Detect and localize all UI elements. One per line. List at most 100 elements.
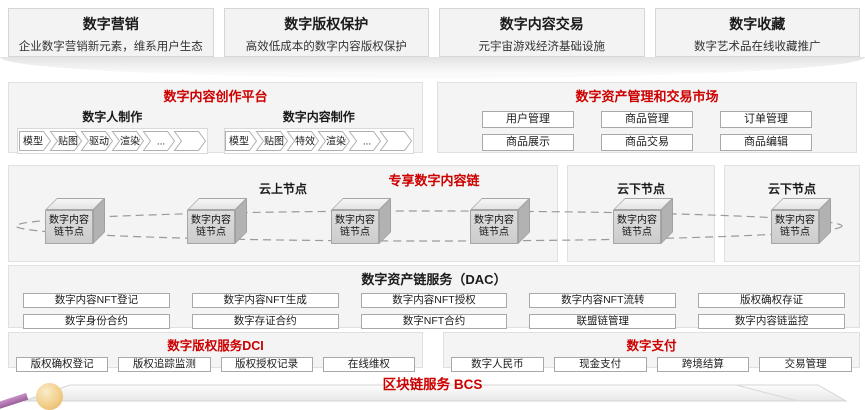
card-content-trading: 数字内容交易 元宇宙游戏经济基础设施	[439, 8, 645, 57]
panel-digital-payment: 数字支付 数字人民币 现金支付 跨境结算 交易管理	[443, 332, 860, 372]
panel-off-cloud-nodes-1: 云下节点	[567, 165, 715, 262]
feature-copyright-tracking: 版权追踪监测	[118, 357, 211, 372]
step-label: 渲染	[120, 135, 140, 148]
panel-title: 数字版权服务DCI	[167, 339, 264, 353]
group-digital-human-production: 数字人制作 模型 贴图 驱动 渲染 ...	[9, 105, 216, 154]
node-label-line2: 链节点	[479, 227, 509, 238]
panel-label: 云下节点	[767, 182, 816, 196]
bcs-title: 区块链服务 BCS	[382, 377, 483, 392]
feature-digital-rmb: 数字人民币	[451, 357, 544, 372]
step-label: ...	[363, 137, 371, 148]
chain-node-cube: 数字内容链节点	[613, 198, 675, 245]
card-subtitle: 企业数字营销新元素，维系用户生态	[18, 41, 203, 53]
card-subtitle: 数字艺术品在线收藏推广	[694, 41, 821, 53]
chain-node-cube: 数字内容链节点	[187, 198, 249, 245]
chain-node-cube: 数字内容链节点	[470, 198, 532, 245]
pipeline-tail-arrow	[379, 131, 413, 151]
step-label: ...	[157, 137, 165, 148]
panel-title: 数字内容创作平台	[163, 89, 268, 104]
cube-front-face: 数字内容链节点	[187, 210, 235, 244]
panel-title: 数字支付	[626, 339, 677, 353]
chain-node-cube: 数字内容链节点	[45, 198, 107, 245]
chain-node-cube: 数字内容链节点	[771, 198, 833, 245]
panel-title: 数字资产链服务（DAC）	[361, 272, 507, 287]
feature-evidence-contract: 数字存证合约	[191, 314, 339, 329]
panel-dac-services: 数字资产链服务（DAC） 数字内容NFT登记 数字内容NFT生成 数字内容NFT…	[8, 265, 860, 329]
pipeline-tail-arrow	[173, 131, 206, 151]
feature-consortium-chain-management: 联盟链管理	[529, 314, 677, 329]
feature-authorization-records: 版权授权记录	[220, 357, 313, 372]
feature-identity-contract: 数字身份合约	[23, 314, 170, 329]
panel-label: 云下节点	[616, 182, 665, 196]
feature-nft-generation: 数字内容NFT生成	[191, 293, 339, 308]
cube-front-face: 数字内容链节点	[771, 210, 819, 244]
card-copyright-protection: 数字版权保护 高效低成本的数字内容版权保护	[223, 8, 429, 57]
chain-ring	[15, 210, 843, 242]
node-label-line1: 数字内容	[474, 215, 514, 226]
feature-user-management: 用户管理	[482, 111, 574, 128]
step-label: 模型	[23, 135, 43, 148]
feature-product-trading: 商品交易	[601, 134, 693, 151]
step-label: 驱动	[89, 136, 109, 148]
panel-dci-services: 数字版权服务DCI 版权确权登记 版权追踪监测 版权授权记录 在线维权	[8, 332, 423, 372]
card-title: 数字版权保护	[284, 16, 369, 32]
node-label-line2: 链节点	[54, 227, 84, 238]
feature-cross-border-settlement: 跨境结算	[656, 357, 750, 372]
node-label-line2: 链节点	[340, 227, 370, 238]
card-digital-marketing: 数字营销 企业数字营销新元素，维系用户生态	[8, 8, 214, 57]
feature-nft-authorization: 数字内容NFT授权	[360, 293, 508, 308]
feature-nft-circulation: 数字内容NFT流转	[529, 293, 677, 308]
feature-order-management: 订单管理	[720, 111, 812, 128]
group-title: 数字内容制作	[282, 110, 355, 124]
step-label: 模型	[229, 135, 249, 148]
chain-title: 专享数字内容链	[388, 173, 480, 188]
step-label: 贴图	[264, 135, 284, 148]
feature-online-rights-protection: 在线维权	[322, 357, 415, 372]
panel-asset-market: 数字资产管理和交易市场 用户管理 商品管理 订单管理 商品展示 商品交易 商品编…	[437, 82, 857, 153]
cube-front-face: 数字内容链节点	[470, 210, 518, 244]
step-label: 贴图	[58, 135, 78, 148]
pipeline-digital-content: 模型 贴图 特效 渲染 ...	[223, 128, 414, 154]
card-title: 数字营销	[82, 16, 139, 32]
group-digital-content-production: 数字内容制作 模型 贴图 特效 渲染 ...	[216, 105, 423, 154]
application-layer: 数字营销 企业数字营销新元素，维系用户生态 数字版权保护 高效低成本的数字内容版…	[8, 8, 860, 57]
card-subtitle: 高效低成本的数字内容版权保护	[245, 41, 407, 53]
feature-product-editing: 商品编辑	[720, 134, 812, 151]
feature-copyright-registration: 版权确权登记	[16, 357, 109, 372]
feature-nft-contract: 数字NFT合约	[360, 314, 508, 329]
cube-front-face: 数字内容链节点	[45, 210, 93, 244]
feature-copyright-evidence: 版权确权存证	[698, 293, 845, 308]
feature-product-display: 商品展示	[482, 134, 574, 151]
feature-nft-registration: 数字内容NFT登记	[23, 293, 170, 308]
cube-front-face: 数字内容链节点	[613, 210, 661, 244]
cube-front-face: 数字内容链节点	[331, 210, 379, 244]
step-label: 特效	[295, 135, 315, 148]
pipeline-digital-human: 模型 贴图 驱动 渲染 ...	[17, 128, 208, 154]
node-label-line2: 链节点	[780, 227, 810, 238]
card-digital-collection: 数字收藏 数字艺术品在线收藏推广	[654, 8, 860, 57]
content-chain-row: 云上节点 云下节点 云下节点 专享数字内容链 数字内容链节点 数字内容链节点 数…	[8, 165, 860, 262]
feature-cash-payment: 现金支付	[553, 357, 647, 372]
chain-node-cube: 数字内容链节点	[331, 198, 393, 245]
card-title: 数字收藏	[729, 16, 786, 32]
node-label-line1: 数字内容	[617, 215, 657, 226]
card-subtitle: 元宇宙游戏经济基础设施	[478, 41, 606, 53]
pipeline-arrows: 模型 贴图 特效 渲染 ...	[225, 131, 413, 151]
node-label-line1: 数字内容	[775, 215, 815, 226]
node-label-line1: 数字内容	[191, 215, 231, 226]
panel-title: 数字资产管理和交易市场	[575, 89, 719, 104]
feature-chain-monitoring: 数字内容链监控	[698, 314, 845, 329]
node-label-line2: 链节点	[622, 227, 652, 238]
node-label-line1: 数字内容	[335, 215, 375, 226]
panel-label: 云上节点	[258, 182, 307, 196]
panel-content-creation-platform: 数字内容创作平台 数字人制作 模型 贴图 驱动 渲染 ...	[8, 82, 423, 154]
pipeline-arrows: 模型 贴图 驱动 渲染 ...	[18, 131, 206, 151]
feature-product-management: 商品管理	[601, 111, 693, 128]
step-label: 渲染	[326, 135, 346, 148]
node-label-line1: 数字内容	[49, 215, 89, 226]
group-title: 数字人制作	[82, 110, 143, 124]
feature-transaction-management: 交易管理	[759, 357, 852, 372]
card-title: 数字内容交易	[499, 16, 584, 32]
divider-swoosh	[0, 57, 865, 78]
node-label-line2: 链节点	[196, 227, 226, 238]
